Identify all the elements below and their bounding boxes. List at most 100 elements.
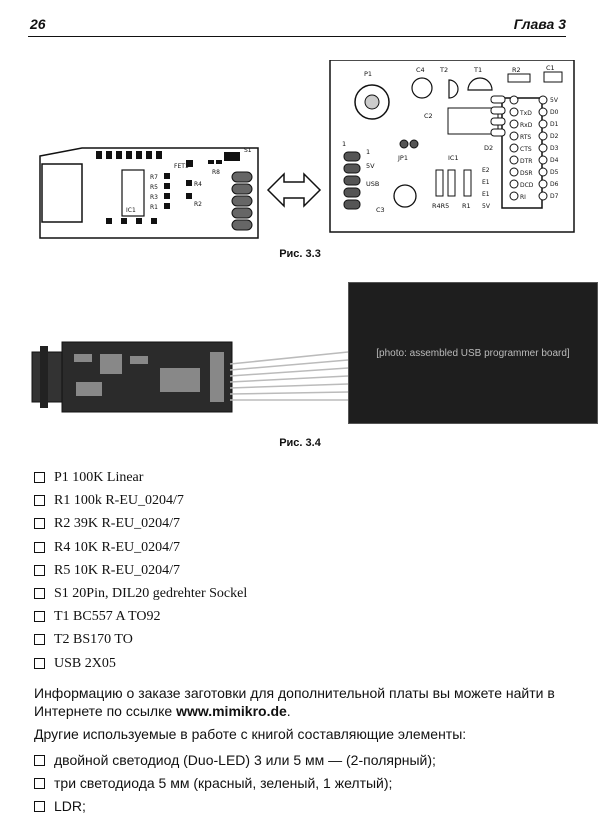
- right-board-label: IC1: [448, 154, 459, 162]
- list-item: LDR;: [34, 795, 574, 818]
- parts-list: P1 100K Linear R1 100k R-EU_0204/7 R2 39…: [34, 466, 574, 675]
- paragraph-text: Информацию о заказе заготовки для дополн…: [34, 685, 555, 719]
- right-board-label: C1: [546, 64, 555, 72]
- list-item-text: R4 10K R-EU_0204/7: [54, 539, 180, 555]
- right-board-pin-left: E1: [482, 179, 490, 186]
- left-board-label: FET1: [174, 163, 189, 170]
- right-board-pin-left: E2: [482, 167, 490, 174]
- usb-plug-and-cable: [31, 341, 349, 413]
- list-item-text: T1 BC557 A TO92: [54, 609, 161, 625]
- list-item: T1 BC557 A TO92: [34, 605, 574, 628]
- list-item: три светодиода 5 мм (красный, зеленый, 1…: [34, 772, 574, 795]
- paragraph-end: .: [286, 703, 291, 719]
- right-board-label: R2: [512, 66, 521, 74]
- right-board-pin-inner: RTS: [520, 134, 531, 141]
- right-board-pin-inner: RI: [520, 194, 526, 201]
- right-board-label: 1: [342, 140, 346, 148]
- right-board-label: C3: [376, 206, 385, 214]
- list-item: P1 100K Linear: [34, 466, 574, 489]
- left-board-label: R1: [150, 204, 158, 211]
- right-board-label: R1: [462, 202, 471, 210]
- right-board-pin-right: D5: [550, 169, 559, 176]
- left-board-label: R7: [150, 174, 158, 181]
- list-item: R2 39K R-EU_0204/7: [34, 512, 574, 535]
- right-board-pin-right: D7: [550, 193, 559, 200]
- left-board-label: R2: [194, 201, 202, 208]
- left-board-label: R4: [194, 181, 202, 188]
- figure-3-3-caption: Рис. 3.3: [279, 248, 321, 260]
- page-number: 26: [30, 16, 46, 32]
- checkbox-bullet-icon: [34, 801, 45, 812]
- list-item-text: USB 2X05: [54, 655, 116, 671]
- right-board-pin-right: 5V: [550, 97, 559, 104]
- figure-3-4-caption: Рис. 3.4: [279, 437, 321, 449]
- left-board-label: R5: [150, 184, 158, 191]
- components-list: двойной светодиод (Duo-LED) 3 или 5 мм —…: [34, 749, 574, 818]
- list-item: T2 BS170 TO: [34, 628, 574, 651]
- checkbox-bullet-icon: [34, 657, 45, 669]
- checkbox-bullet-icon: [34, 611, 45, 623]
- list-item-text: R5 10K R-EU_0204/7: [54, 562, 180, 578]
- list-item-text: три светодиода 5 мм (красный, зеленый, 1…: [54, 775, 393, 791]
- list-item: S1 20Pin, DIL20 gedrehter Sockel: [34, 582, 574, 605]
- double-arrow-icon: [266, 172, 322, 208]
- right-board-label: USB: [366, 180, 379, 188]
- checkbox-bullet-icon: [34, 588, 45, 600]
- website-link[interactable]: www.mimikro.de: [176, 703, 287, 719]
- right-board-layout: P1 C4 T2 T1 R2 C1 C2 JP1 IC1 D2 C3 R4R5 …: [329, 60, 575, 233]
- right-board-pin-inner: CTS: [520, 146, 532, 153]
- list-item-text: S1 20Pin, DIL20 gedrehter Sockel: [54, 585, 248, 601]
- right-board-label: C4: [416, 66, 425, 74]
- list-item: R4 10K R-EU_0204/7: [34, 536, 574, 559]
- right-board-pin-right: D4: [550, 157, 559, 164]
- right-board-label: T2: [439, 66, 448, 74]
- right-board-pin-inner: DCD: [520, 182, 534, 189]
- right-board-label: D2: [484, 144, 493, 152]
- right-board-pin-right: D0: [550, 109, 559, 116]
- list-item-text: P1 100K Linear: [54, 470, 144, 485]
- checkbox-bullet-icon: [34, 495, 45, 507]
- figure-3-4: [photo: assembled USB programmer board]: [30, 282, 598, 424]
- board-photo-placeholder: [photo: assembled USB programmer board]: [348, 282, 598, 424]
- other-components-paragraph: Другие используемые в работе с книгой со…: [34, 726, 467, 742]
- right-board-label: 5V: [366, 162, 375, 170]
- left-board-label: R3: [150, 194, 158, 201]
- checkbox-bullet-icon: [34, 778, 45, 789]
- checkbox-bullet-icon: [34, 755, 45, 766]
- left-board-layout: FET1 R8 R7 R5 R3 R1 R4 R2 IC1 S1: [39, 147, 259, 239]
- list-item-text: LDR;: [54, 798, 86, 814]
- list-item-text: двойной светодиод (Duo-LED) 3 или 5 мм —…: [54, 752, 436, 768]
- right-board-label: P1: [364, 70, 372, 78]
- figure-3-3: FET1 R8 R7 R5 R3 R1 R4 R2 IC1 S1: [39, 60, 575, 239]
- right-board-pin-right: D2: [550, 133, 559, 140]
- checkbox-bullet-icon: [34, 518, 45, 530]
- right-board-pin-right: D1: [550, 121, 559, 128]
- right-board-pin-right: D6: [550, 181, 559, 188]
- board-photo-label: [photo: assembled USB programmer board]: [376, 347, 570, 359]
- checkbox-bullet-icon: [34, 472, 45, 484]
- checkbox-bullet-icon: [34, 564, 45, 576]
- list-item: USB 2X05: [34, 652, 574, 675]
- list-item: R1 100k R-EU_0204/7: [34, 489, 574, 512]
- page-header: 26 Глава 3: [28, 14, 566, 37]
- right-board-pin-left: 5V: [482, 203, 491, 210]
- right-board-label: R4R5: [432, 202, 449, 210]
- right-board-label: C2: [424, 112, 433, 120]
- right-board-pin-inner: RxD: [520, 122, 533, 129]
- list-item-text: R1 100k R-EU_0204/7: [54, 493, 184, 509]
- right-board-pin-inner: DTR: [520, 158, 532, 165]
- order-info-paragraph: Информацию о заказе заготовки для дополн…: [34, 684, 569, 720]
- checkbox-bullet-icon: [34, 541, 45, 553]
- right-board-pin-inner: DSR: [520, 170, 533, 177]
- list-item-text: R2 39K R-EU_0204/7: [54, 516, 180, 532]
- right-board-pin-left: E1: [482, 191, 490, 198]
- list-item: R5 10K R-EU_0204/7: [34, 559, 574, 582]
- left-board-label: S1: [244, 147, 252, 154]
- list-item: двойной светодиод (Duo-LED) 3 или 5 мм —…: [34, 749, 574, 772]
- left-board-label: R8: [212, 169, 220, 176]
- right-board-label: 1: [366, 148, 370, 156]
- left-board-label: IC1: [126, 207, 136, 214]
- chapter-title: Глава 3: [513, 16, 566, 32]
- right-board-label: JP1: [397, 154, 408, 162]
- right-board-pin-right: D3: [550, 145, 559, 152]
